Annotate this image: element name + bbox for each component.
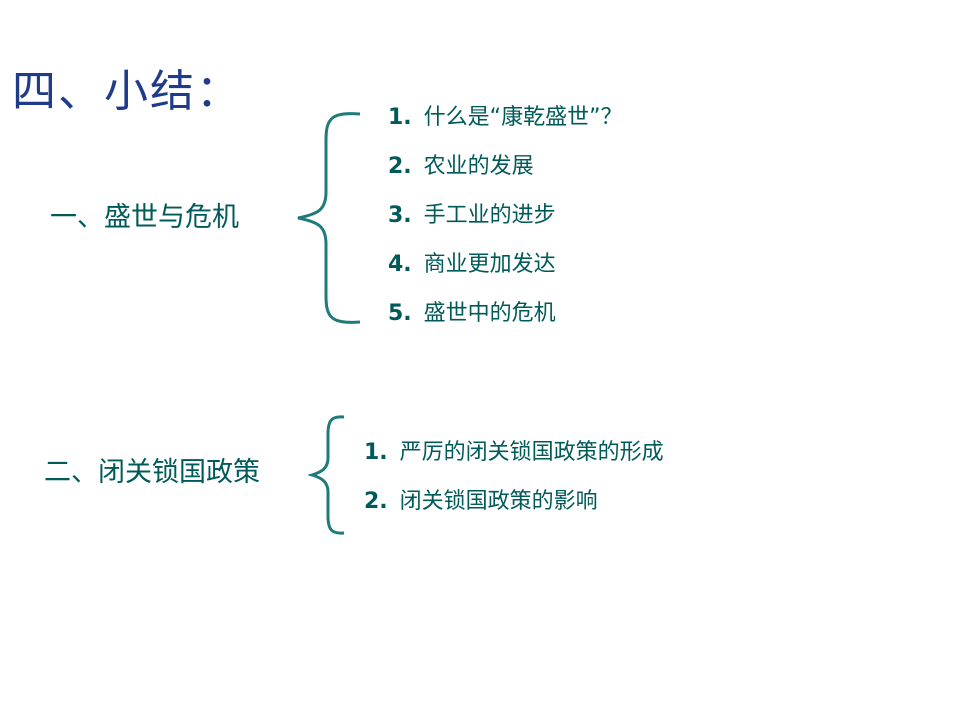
section-heading-prosperity-crisis: 一、盛世与危机 [50, 202, 239, 233]
section-heading-closed-door-policy: 二、闭关锁国政策 [44, 457, 260, 488]
list-item: 2.农业的发展 [388, 154, 534, 179]
slide-title: 四、小结： [12, 66, 242, 117]
list-item: 1.严厉的闭关锁国政策的形成 [364, 440, 664, 465]
list-item: 2.闭关锁国政策的影响 [364, 489, 598, 514]
list-item: 3.手工业的进步 [388, 203, 556, 228]
curly-brace-icon [297, 112, 361, 324]
curly-brace-icon [308, 415, 345, 535]
section-2-list: 1.严厉的闭关锁国政策的形成 2.闭关锁国政策的影响 [364, 438, 664, 536]
list-item: 5.盛世中的危机 [388, 301, 556, 326]
list-item: 4.商业更加发达 [388, 252, 556, 277]
section-1-list: 1.什么是“康乾盛世”？ 2.农业的发展 3.手工业的进步 4.商业更加发达 5… [388, 103, 622, 348]
list-item: 1.什么是“康乾盛世”？ [388, 105, 623, 130]
